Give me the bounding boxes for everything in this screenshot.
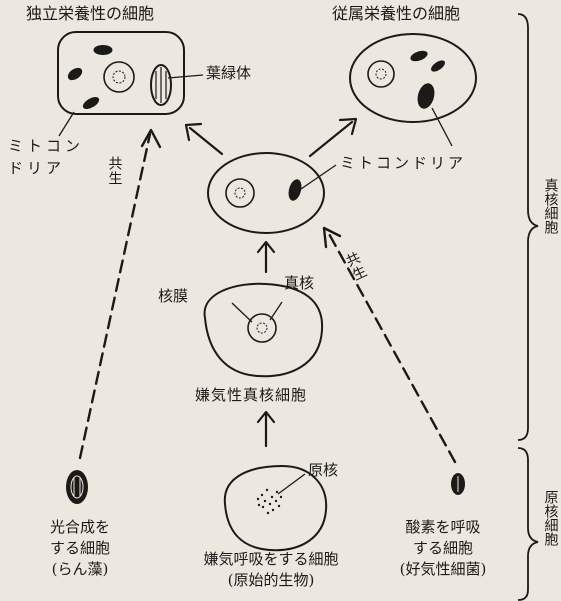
heterotrophic-cell-title: 従属栄養性の細胞 bbox=[332, 4, 461, 23]
mitochondrion bbox=[417, 83, 435, 109]
symbiosis-arrow-right bbox=[322, 226, 457, 464]
nucleus-heterotroph bbox=[367, 60, 395, 88]
autotrophic-cell-title: 独立栄養性の細胞 bbox=[26, 4, 155, 23]
symbiosis-left-label: 共生 bbox=[106, 156, 123, 186]
heterotrophic-cell bbox=[349, 33, 477, 123]
mitochondria-right-pointer bbox=[431, 107, 453, 147]
photosynthetic-cell-label: 光合成を する細胞 (らん藻) bbox=[49, 518, 110, 578]
anaerobic-prokaryotic-cell bbox=[223, 464, 328, 552]
symbiosis-arrow-left bbox=[78, 128, 162, 460]
arrow-to-autotroph bbox=[184, 122, 224, 156]
anaerobic-eukaryotic-cell bbox=[203, 282, 324, 378]
nucleus-pointer bbox=[269, 301, 283, 321]
mitochondrion bbox=[93, 45, 113, 55]
eukaryotic-cell-with-mitochondria bbox=[207, 152, 325, 234]
arrow-to-heterotroph bbox=[308, 117, 358, 158]
nucleus-autotroph bbox=[103, 61, 135, 93]
nuclear-membrane-pointer bbox=[231, 302, 253, 323]
arrow-up-lower bbox=[256, 410, 276, 448]
anaerobic-cell-label: 嫌気呼吸をする細胞 (原始的生物) bbox=[203, 550, 339, 589]
nuclear-membrane-label: 核膜 bbox=[158, 287, 189, 305]
anaerobic-eukaryote-label: 嫌気性真核細胞 bbox=[195, 386, 308, 404]
mitochondrion bbox=[67, 67, 83, 81]
chloroplast bbox=[150, 64, 172, 106]
cyanobacterium-cell bbox=[66, 470, 88, 504]
eukaryotic-cell-bracket-label: 真核細胞 bbox=[542, 178, 559, 234]
prokaryotic-nucleus-pointer bbox=[277, 473, 306, 495]
chloroplast-label: 葉緑体 bbox=[206, 64, 252, 82]
nucleus-label: 真核 bbox=[284, 274, 315, 292]
mitochondria-right-label: ミトコンドリア bbox=[340, 154, 467, 172]
prokaryotic-nucleus-label: 原核 bbox=[308, 461, 339, 479]
mitochondrion bbox=[288, 179, 302, 201]
mitochondrion bbox=[431, 60, 445, 72]
prokaryotic-nucleoid bbox=[256, 488, 283, 515]
prokaryotic-cell-bracket-label: 原核細胞 bbox=[542, 490, 559, 546]
autotrophic-cell bbox=[57, 31, 185, 115]
mitochondrion bbox=[410, 50, 428, 62]
mitochondria-center-pointer bbox=[300, 164, 337, 190]
aerobic-bacterium-cell bbox=[451, 473, 465, 495]
mitochondria-left-pointer bbox=[58, 111, 75, 137]
prokaryote-brace bbox=[517, 447, 539, 601]
mitochondria-left-label: ミトコンドリア bbox=[8, 137, 85, 177]
mitochondrion bbox=[82, 97, 100, 109]
eukaryote-brace bbox=[517, 13, 539, 441]
arrow-up-upper bbox=[256, 240, 276, 274]
aerobic-cell-label: 酸素を呼吸 する細胞 (好気性細菌) bbox=[399, 518, 487, 578]
chloroplast-pointer bbox=[167, 74, 204, 79]
